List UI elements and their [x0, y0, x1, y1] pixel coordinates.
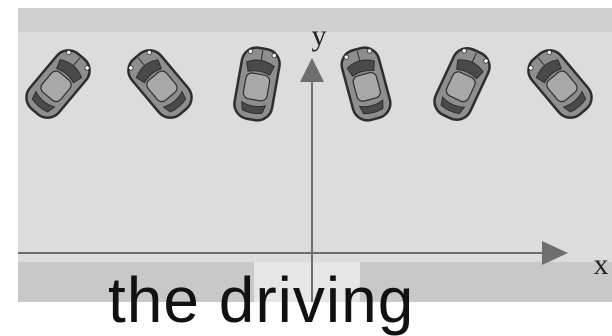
car-row — [25, 46, 593, 122]
car-icon — [25, 49, 91, 119]
top-band — [18, 8, 612, 32]
car-icon — [433, 47, 491, 121]
diagram-background — [18, 8, 612, 302]
y-axis-arrowhead — [300, 58, 324, 82]
caption-text: the driving — [108, 264, 415, 336]
car-icon — [127, 49, 193, 119]
car-icon — [340, 46, 392, 122]
x-axis-arrowhead — [542, 241, 568, 265]
y-axis-label: y — [312, 19, 327, 52]
x-axis-label: x — [594, 248, 609, 281]
car-icon — [527, 49, 593, 119]
car-icon — [233, 46, 281, 122]
driving-diagram: y x the driving — [18, 8, 612, 332]
crossing-patch — [254, 262, 360, 302]
scene-canvas: y x — [18, 8, 612, 302]
